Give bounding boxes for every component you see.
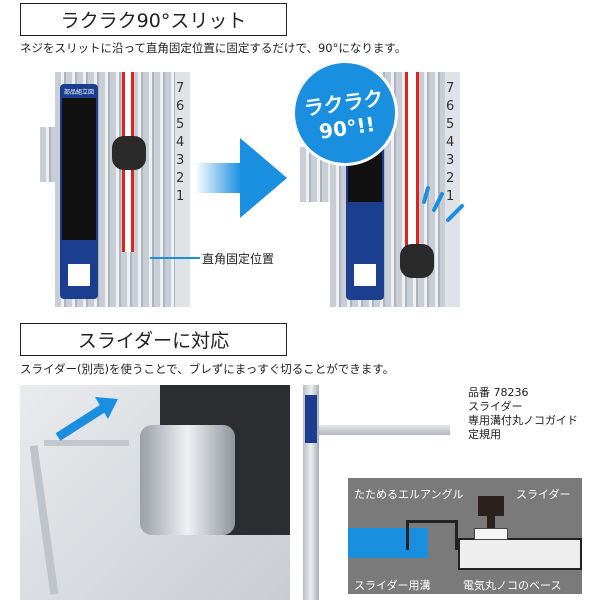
scale-number: 1 (176, 189, 185, 204)
section2-description: スライダー(別売)を使うことで、ブレずにまっすぐ切ることができます。 (20, 362, 395, 376)
product-number: 品番 78236 (468, 386, 529, 399)
qr-code-icon (354, 264, 376, 286)
label-slider: スライダー (516, 488, 571, 501)
callout-line (150, 257, 200, 259)
product-line3: 専用溝付丸ノコガイド (468, 414, 578, 427)
scale-number: 7 (446, 81, 455, 96)
slider-label (305, 395, 317, 443)
scale-number: 2 (446, 171, 455, 186)
motion-lines-icon (422, 186, 464, 222)
angle-profile (406, 520, 458, 550)
label-groove: スライダー用溝 (354, 579, 431, 592)
scale-number: 4 (176, 135, 185, 150)
scale-number: 6 (446, 99, 455, 114)
fixed-position-label: 直角固定位置 (202, 252, 275, 266)
scale-strip (175, 72, 190, 307)
scale-numbers: 7 6 5 4 3 2 1 (446, 80, 454, 206)
scale-number: 5 (446, 117, 455, 132)
scale-number: 3 (176, 153, 185, 168)
scale-number: 6 (176, 99, 185, 114)
slider-block (474, 528, 508, 540)
assembly-illustration (62, 98, 96, 240)
scale-number: 2 (176, 171, 185, 186)
knob-icon (112, 136, 146, 170)
slider-knob (478, 496, 504, 516)
circular-saw-photo (20, 385, 290, 600)
scale-numbers: 7 6 5 4 3 2 1 (176, 80, 184, 206)
label-base: 電気丸ノコのベース (463, 579, 562, 592)
ruler-horizontal (44, 440, 129, 446)
scale-number: 3 (446, 153, 455, 168)
arrow-right-icon (195, 138, 287, 218)
qr-code-icon (68, 264, 90, 286)
cross-section-diagram: たためるエルアングル スライダー スライダー用溝 電気丸ノコのベース (348, 478, 582, 594)
scale-number: 4 (446, 135, 455, 150)
assembly-card: 部品組立図 (60, 84, 98, 299)
saw-motor (140, 425, 235, 535)
slider-ruler-horizontal (319, 425, 450, 435)
product-name: スライダー (468, 400, 523, 413)
section1-title: ラクラク90°スリット (20, 3, 287, 36)
saw-base (458, 538, 582, 570)
scale-number: 5 (176, 117, 185, 132)
slider-stem (487, 516, 495, 528)
aluminum-rail-side (40, 127, 55, 182)
knob-icon (400, 244, 434, 278)
section1-description: ネジをスリットに沿って直角固定位置に固定するだけで、90°になります。 (20, 41, 407, 55)
label-angle: たためるエルアングル (354, 488, 464, 501)
arrow-icon (55, 397, 118, 441)
scale-strip (445, 72, 460, 307)
section2-title: スライダーに対応 (20, 323, 287, 356)
assembly-card-header: 部品組立図 (63, 89, 94, 96)
slit-line (405, 72, 419, 254)
product-line4: 定規用 (468, 428, 501, 441)
scale-number: 7 (176, 81, 185, 96)
slider-ruler-vertical (303, 385, 319, 600)
ruler-vertical (29, 445, 59, 595)
scale-number: 1 (446, 189, 455, 204)
product-info: 品番 78236 スライダー 専用溝付丸ノコガイド 定規用 (468, 386, 578, 442)
workpiece (348, 528, 428, 558)
before-image: 7 6 5 4 3 2 1 部品組立図 (40, 72, 190, 307)
